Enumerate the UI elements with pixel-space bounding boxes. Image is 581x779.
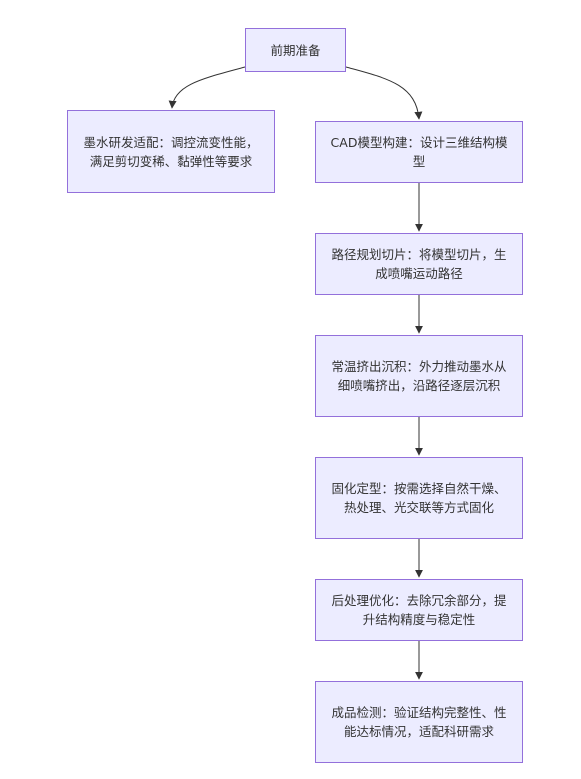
node-path-slicing: 路径规划切片：将模型切片，生成喷嘴运动路径 [315,233,523,295]
node-curing: 固化定型：按需选择自然干燥、热处理、光交联等方式固化 [315,457,523,539]
node-inspection-label: 成品检测：验证结构完整性、性能达标情况，适配科研需求 [331,705,507,739]
node-path-slicing-label: 路径规划切片：将模型切片，生成喷嘴运动路径 [331,247,507,281]
edge-n0-n1 [168,66,246,109]
node-cad-modeling: CAD模型构建：设计三维结构模型 [315,121,523,183]
node-curing-label: 固化定型：按需选择自然干燥、热处理、光交联等方式固化 [331,481,507,515]
node-extrusion-deposition-label: 常温挤出沉积：外力推动墨水从细喷嘴挤出，沿路径逐层沉积 [331,359,507,393]
node-post-processing: 后处理优化：去除冗余部分，提升结构精度与稳定性 [315,579,523,641]
node-preparation: 前期准备 [245,28,346,72]
node-preparation-label: 前期准备 [270,42,321,58]
edge-n0-n2 [345,66,423,120]
node-cad-modeling-label: CAD模型构建：设计三维结构模型 [330,135,508,169]
node-inspection: 成品检测：验证结构完整性、性能达标情况，适配科研需求 [315,681,523,763]
node-ink-development-label: 墨水研发适配：调控流变性能，满足剪切变稀、黏弹性等要求 [83,134,259,169]
node-ink-development: 墨水研发适配：调控流变性能，满足剪切变稀、黏弹性等要求 [67,110,275,193]
node-extrusion-deposition: 常温挤出沉积：外力推动墨水从细喷嘴挤出，沿路径逐层沉积 [315,335,523,417]
node-post-processing-label: 后处理优化：去除冗余部分，提升结构精度与稳定性 [331,593,507,627]
